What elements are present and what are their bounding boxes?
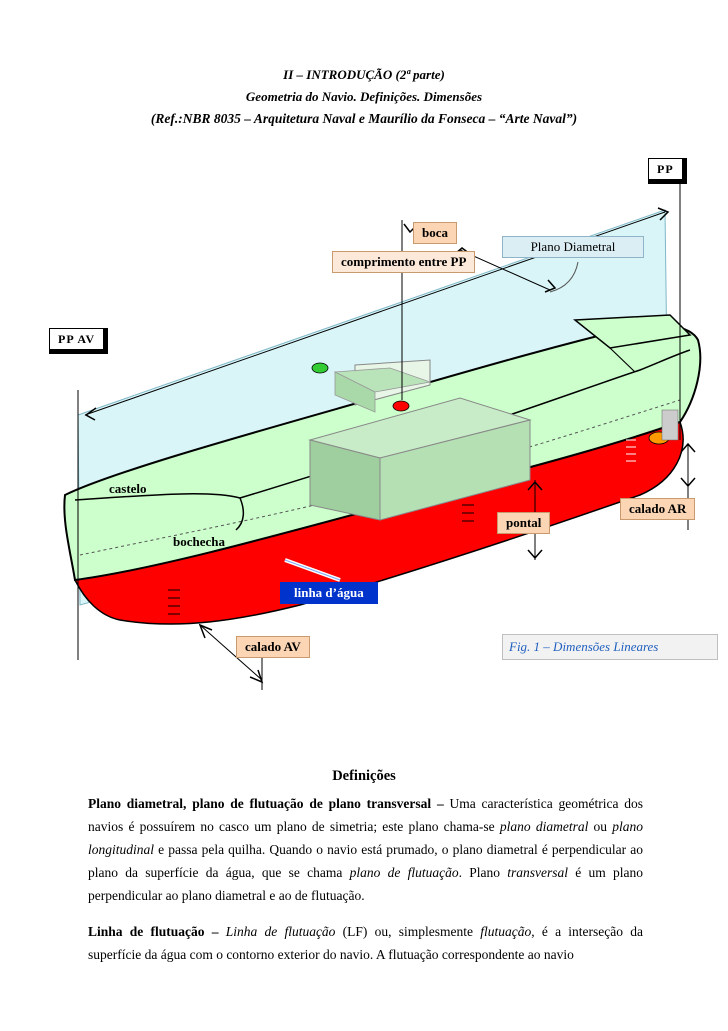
draft-marks-stern — [626, 439, 636, 462]
label-bochecha: bochecha — [173, 534, 225, 549]
p2-i2: flutuação — [480, 924, 532, 939]
label-comprimento: comprimento entre PP — [332, 251, 476, 273]
p2-s2: , é a interseção da superfície da água c… — [88, 924, 643, 962]
definitions-title: Definições — [332, 768, 396, 784]
castelo-shape — [235, 497, 245, 531]
paragraph-linha-flutuacao: Linha de flutuação – Linha de flutuação … — [88, 920, 643, 966]
stern-superstructure — [572, 314, 692, 349]
paragraph-plano-diametral: Plano diametral, plano de flutuação de p… — [88, 792, 643, 907]
p2-lead: Linha de flutuação – — [88, 924, 219, 939]
header-line-3: (Ref.:NBR 8035 – Arquitetura Naval e Mau… — [150, 111, 578, 126]
p1-i4: transversal — [507, 865, 568, 880]
draft-marks-bow — [168, 589, 180, 615]
stern-post — [661, 409, 679, 441]
pp-ar-tag: PP — [648, 158, 687, 184]
label-calado-av: calado AV — [236, 636, 310, 658]
p1-s1: Uma característica geométrica dos navios… — [88, 796, 644, 834]
label-pp-ar: PP — [648, 158, 683, 180]
pp-av-tag: PP AV — [49, 328, 109, 354]
p1-i2: plano longitudinal — [88, 819, 644, 857]
header-line-2: Geometria do Navio. Definições. Dimensõe… — [245, 89, 483, 104]
red-light — [392, 400, 410, 412]
label-linha-agua: linha d’água — [280, 582, 378, 604]
label-pp-av: PP AV — [49, 328, 105, 350]
draft-marks-mid — [462, 504, 474, 522]
p2-s1: (LF) ou, simplesmente — [335, 924, 481, 939]
figure-caption: Fig. 1 – Dimensões Lineares — [502, 634, 718, 660]
deckhouse-side — [334, 371, 376, 413]
label-calado-ar: calado AR — [620, 498, 696, 520]
label-castelo: castelo — [109, 481, 147, 496]
label-plano-diametral: Plano Diametral — [502, 236, 644, 258]
green-light — [311, 362, 329, 374]
header-line-1: II – INTRODUÇÃO (2ª parte) — [283, 67, 445, 82]
p1-i1: plano diametral — [499, 819, 589, 834]
ship-drawing — [63, 180, 702, 690]
label-pontal: pontal — [497, 512, 551, 534]
ship-figure: boca comprimento entre PP Plano Diametra… — [0, 150, 728, 695]
p2-i1: Linha de flutuação — [225, 924, 336, 939]
p1-lead: Plano diametral, plano de flutuação de p… — [88, 796, 444, 811]
label-boca: boca — [413, 222, 457, 244]
p1-i3: plano de flutuação — [349, 865, 459, 880]
p1-s2: ou — [588, 819, 613, 834]
cargo-block-side — [379, 419, 531, 521]
p1-s4: . Plano — [458, 865, 508, 880]
p1-s5: é um plano perpendicular ao plano diamet… — [88, 865, 643, 903]
p1-s3: e passa pela quilha. Quando o navio está… — [88, 842, 643, 880]
